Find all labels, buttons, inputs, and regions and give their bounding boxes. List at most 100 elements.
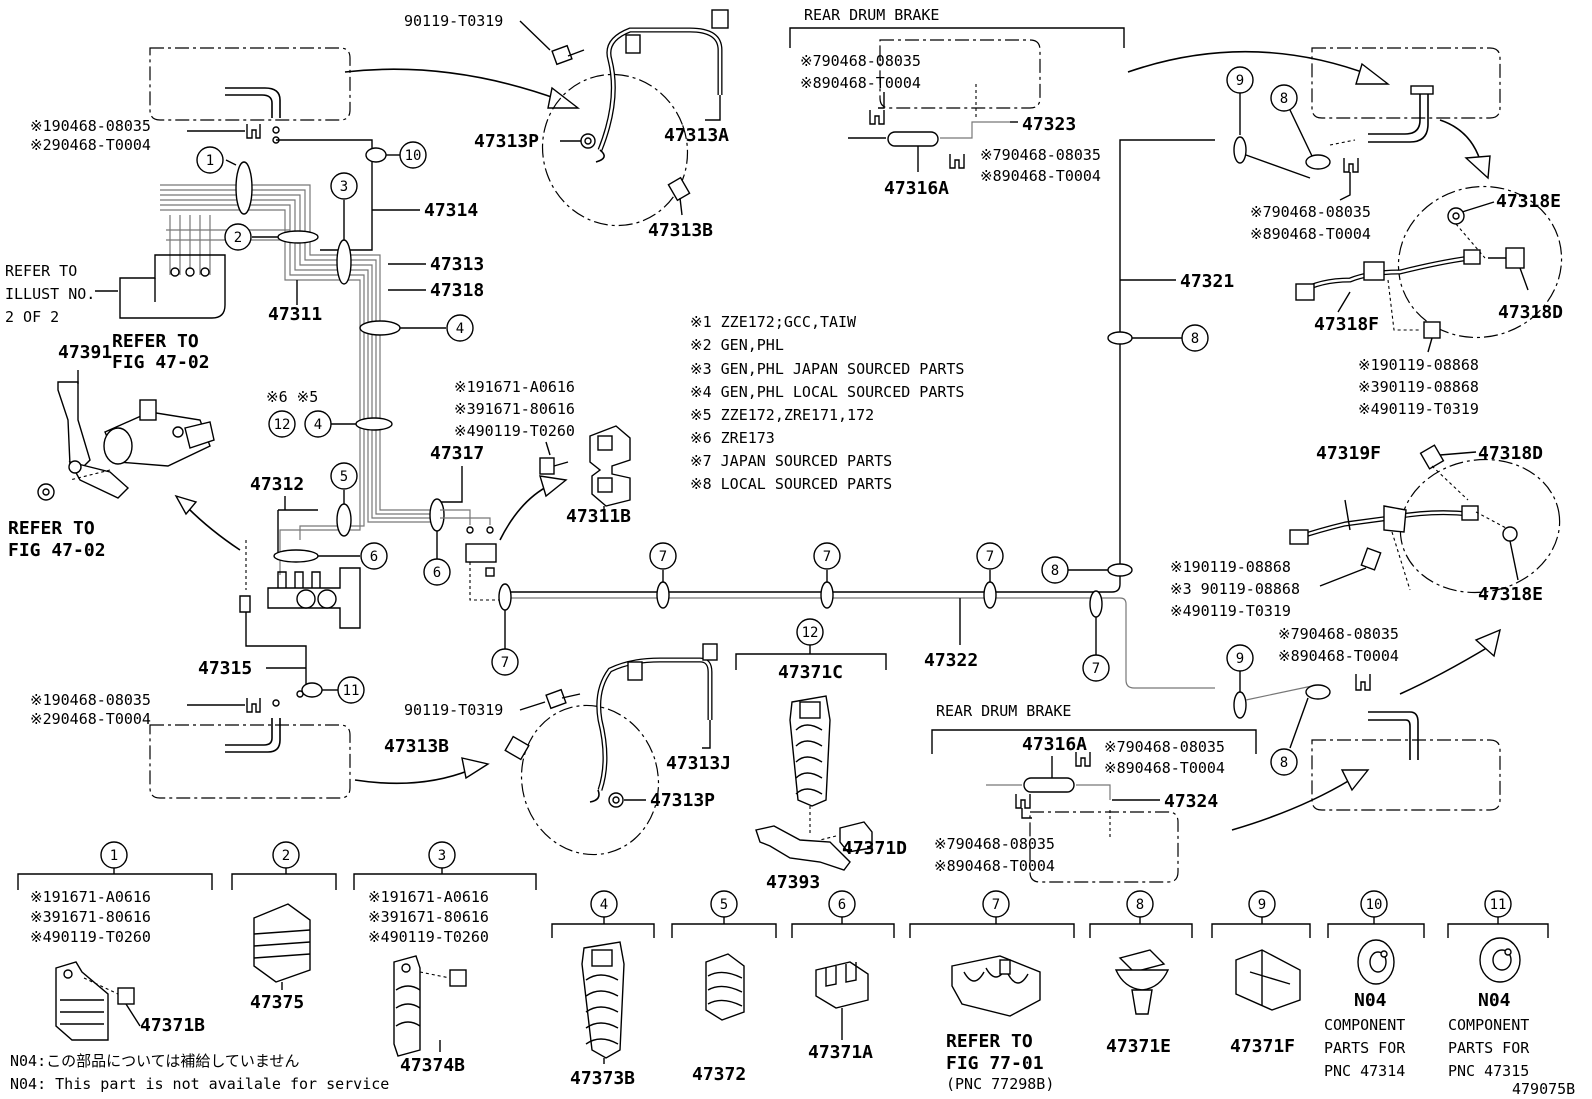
fitting-icon <box>711 9 729 29</box>
callout-7f: 7 <box>982 890 1010 918</box>
callout-11b: 11 <box>1484 890 1512 918</box>
clamp-47372 <box>705 953 745 1021</box>
svg-text:6: 6 <box>433 565 441 581</box>
component-note: PARTS FOR <box>1448 1039 1530 1057</box>
callout-9c: 9 <box>1248 890 1276 918</box>
part-47371D: 47371D <box>842 838 907 859</box>
svg-text:※1 ZZE172;GCC,TAIW: ※1 ZZE172;GCC,TAIW <box>690 313 857 331</box>
part-47317: 47317 <box>430 443 484 464</box>
callout-7-e: 7 <box>1082 590 1110 682</box>
part-47374B: 47374B <box>400 1055 465 1076</box>
clamp-47375 <box>253 903 311 983</box>
callout-8-d: 8 <box>1270 684 1331 776</box>
bolt-icon <box>1488 247 1525 269</box>
code-label: ※890468-T0004 <box>1278 647 1399 665</box>
banjo-icon <box>580 133 596 149</box>
callout-4: 4 <box>359 314 474 342</box>
ref-fig: FIG 47-02 <box>8 540 106 561</box>
svg-text:※7 JAPAN SOURCED PARTS: ※7 JAPAN SOURCED PARTS <box>690 452 892 470</box>
callout-4c: 4 <box>590 890 618 918</box>
bracket-47393 <box>755 825 851 871</box>
callout-10b: 10 <box>1360 890 1388 918</box>
callout-8-c: 8 <box>1270 84 1331 170</box>
svg-text:7: 7 <box>1092 661 1100 677</box>
ref-illust: 2 OF 2 <box>5 308 59 326</box>
callout-9-a: 9 <box>1226 66 1254 164</box>
svg-text:※8 LOCAL SOURCED PARTS: ※8 LOCAL SOURCED PARTS <box>690 475 892 493</box>
svg-text:7: 7 <box>823 549 831 565</box>
code-label: ※190119-08868 <box>1170 558 1291 576</box>
arrow-icon <box>1474 628 1501 658</box>
code-label: ※190468-08035 <box>30 691 151 709</box>
svg-text:8: 8 <box>1280 755 1288 771</box>
code-label: ※191671-A0616 <box>368 888 489 906</box>
callout-2b: 2 <box>272 841 300 869</box>
callout-5b: 5 <box>710 890 738 918</box>
code-label: ※290468-T0004 <box>30 710 151 728</box>
bolt-icon <box>667 176 691 202</box>
part-47371C: 47371C <box>778 662 843 683</box>
part-47311B: 47311B <box>566 506 631 527</box>
svg-text:9: 9 <box>1258 897 1266 913</box>
callout-3: 3 <box>330 172 358 285</box>
code-label: ※490119-T0260 <box>30 928 151 946</box>
ref-fig: REFER TO <box>8 518 95 539</box>
part-47313B: 47313B <box>384 736 449 757</box>
svg-text:3: 3 <box>438 848 446 864</box>
arrow-icon <box>547 86 581 109</box>
component-note: PNC 47314 <box>1324 1062 1405 1080</box>
svg-text:8: 8 <box>1136 897 1144 913</box>
svg-text:1: 1 <box>206 153 214 169</box>
component-note: COMPONENT <box>1448 1016 1529 1034</box>
clamp-47371C <box>789 695 831 807</box>
arrow-icon <box>1464 155 1491 180</box>
bolt-icon <box>545 688 581 710</box>
part-47371E: 47371E <box>1106 1036 1171 1057</box>
part-47316A: 47316A <box>1022 734 1087 755</box>
part-47311: 47311 <box>268 304 322 325</box>
svg-text:11: 11 <box>1490 897 1507 913</box>
code-label: ※890468-T0004 <box>980 167 1101 185</box>
callout-3b: 3 <box>428 841 456 869</box>
bolt-icon <box>449 969 467 987</box>
svg-text:3: 3 <box>340 179 348 195</box>
code-label: ※290468-T0004 <box>30 136 151 154</box>
part-47318E: 47318E <box>1496 191 1561 212</box>
part-47393: 47393 <box>766 872 820 893</box>
code-label: ※390119-08868 <box>1358 378 1479 396</box>
bolt-icon <box>1419 444 1445 470</box>
callout-9-b: 9 <box>1226 644 1254 719</box>
svg-text:4: 4 <box>456 321 464 337</box>
callout-7-d: 7 <box>976 542 1004 609</box>
bolt-icon <box>551 44 585 66</box>
code-label: ※391671-80616 <box>368 908 489 926</box>
svg-text:※2 GEN,PHL: ※2 GEN,PHL <box>690 336 784 354</box>
svg-text:4: 4 <box>600 897 608 913</box>
code-label: ※190119-08868 <box>1358 356 1479 374</box>
bracket-47311B <box>589 425 631 507</box>
part-47318D: 47318D <box>1498 302 1563 323</box>
clip-icon <box>246 124 261 139</box>
svg-text:5: 5 <box>720 897 728 913</box>
nut-icon <box>37 483 55 501</box>
code-label: ※790468-08035 <box>934 835 1055 853</box>
code-label: ※790468-08035 <box>1278 625 1399 643</box>
clip-47371F <box>1235 949 1301 1011</box>
part-n04: N04 <box>1478 990 1511 1011</box>
component-note: COMPONENT <box>1324 1016 1405 1034</box>
code-label: ※490119-T0260 <box>454 422 575 440</box>
code-label: ※790468-08035 <box>800 52 921 70</box>
condition-notes: ※1 ZZE172;GCC,TAIW ※2 GEN,PHL ※3 GEN,PHL… <box>690 313 964 493</box>
part-47373B: 47373B <box>570 1068 635 1089</box>
section-title: REAR DRUM BRAKE <box>804 6 939 24</box>
callout-7-b: 7 <box>649 542 677 609</box>
tube-47316A <box>887 131 939 147</box>
callout-7-c: 7 <box>813 542 841 609</box>
part-47314: 47314 <box>424 200 478 221</box>
svg-text:11: 11 <box>343 683 360 699</box>
callout-1b: 1 <box>100 841 128 869</box>
bolt-icon <box>539 457 569 475</box>
part-47391: 47391 <box>58 342 112 363</box>
grommet-n04 <box>1357 939 1395 985</box>
